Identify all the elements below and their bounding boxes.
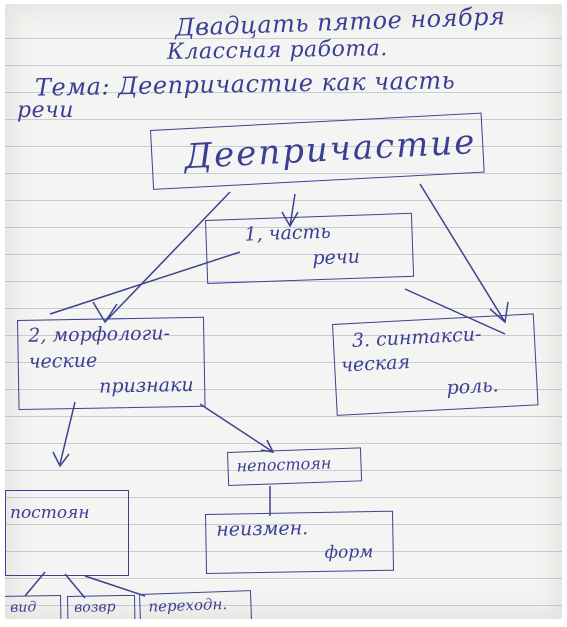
connector-line (84, 575, 146, 597)
node-syntactic: 3. синтакси- ческая роль. (332, 313, 539, 416)
connector-line (24, 571, 46, 597)
node-syntactic-line3: роль. (445, 374, 500, 400)
arrow-head (260, 439, 275, 453)
connector-line (49, 251, 241, 315)
node-morphological: 2, морфологи- ческие признаки (17, 316, 206, 410)
arrow-head (92, 301, 118, 324)
node-reflexive-label: возвр (74, 599, 116, 616)
connector-line (59, 401, 76, 465)
node-non-constant-label: непостоян (236, 453, 332, 476)
node-transitive-label: переходн. (148, 594, 228, 616)
node-constant-label: постоян (10, 503, 90, 523)
node-part-of-speech: 1, часть речи (205, 212, 415, 284)
node-non-constant: непостоян (227, 447, 363, 486)
arrow-head (281, 211, 299, 228)
node-reflexive: возвр (67, 594, 136, 619)
connector-line (104, 191, 231, 323)
node-aspect: вид (5, 594, 62, 619)
node-gerund-label: Деепричастие (183, 121, 478, 178)
node-part-of-speech-line2: речи (312, 245, 361, 270)
node-morphological-line1: 2, морфологи- (28, 322, 171, 347)
node-constant: постоян (5, 490, 129, 576)
node-syntactic-line2: ческая (340, 350, 411, 377)
connector-line (289, 193, 296, 227)
node-morphological-line3: признаки (98, 373, 194, 398)
arrow-head (489, 301, 509, 324)
node-aspect-label: вид (10, 599, 37, 616)
connector-line (419, 183, 506, 323)
node-transitive: переходн. (139, 590, 252, 619)
connector-line (404, 288, 506, 335)
notebook-page: Двадцать пятое ноября Классная работа. Т… (5, 4, 562, 619)
connector-line (199, 403, 274, 453)
connector-line (64, 573, 86, 599)
arrow-head (52, 451, 70, 468)
node-part-of-speech-line1: 1, часть (244, 220, 332, 246)
connector-lines (24, 183, 509, 599)
node-invariable-form: неизмен. форм (205, 510, 395, 574)
node-syntactic-line1: 3. синтакси- (351, 323, 482, 352)
node-invariable-form-line1: неизмен. (216, 517, 309, 541)
node-morphological-line2: ческие (28, 349, 98, 373)
node-invariable-form-line2: форм (324, 542, 374, 563)
topic-line-continued: речи (17, 98, 74, 123)
